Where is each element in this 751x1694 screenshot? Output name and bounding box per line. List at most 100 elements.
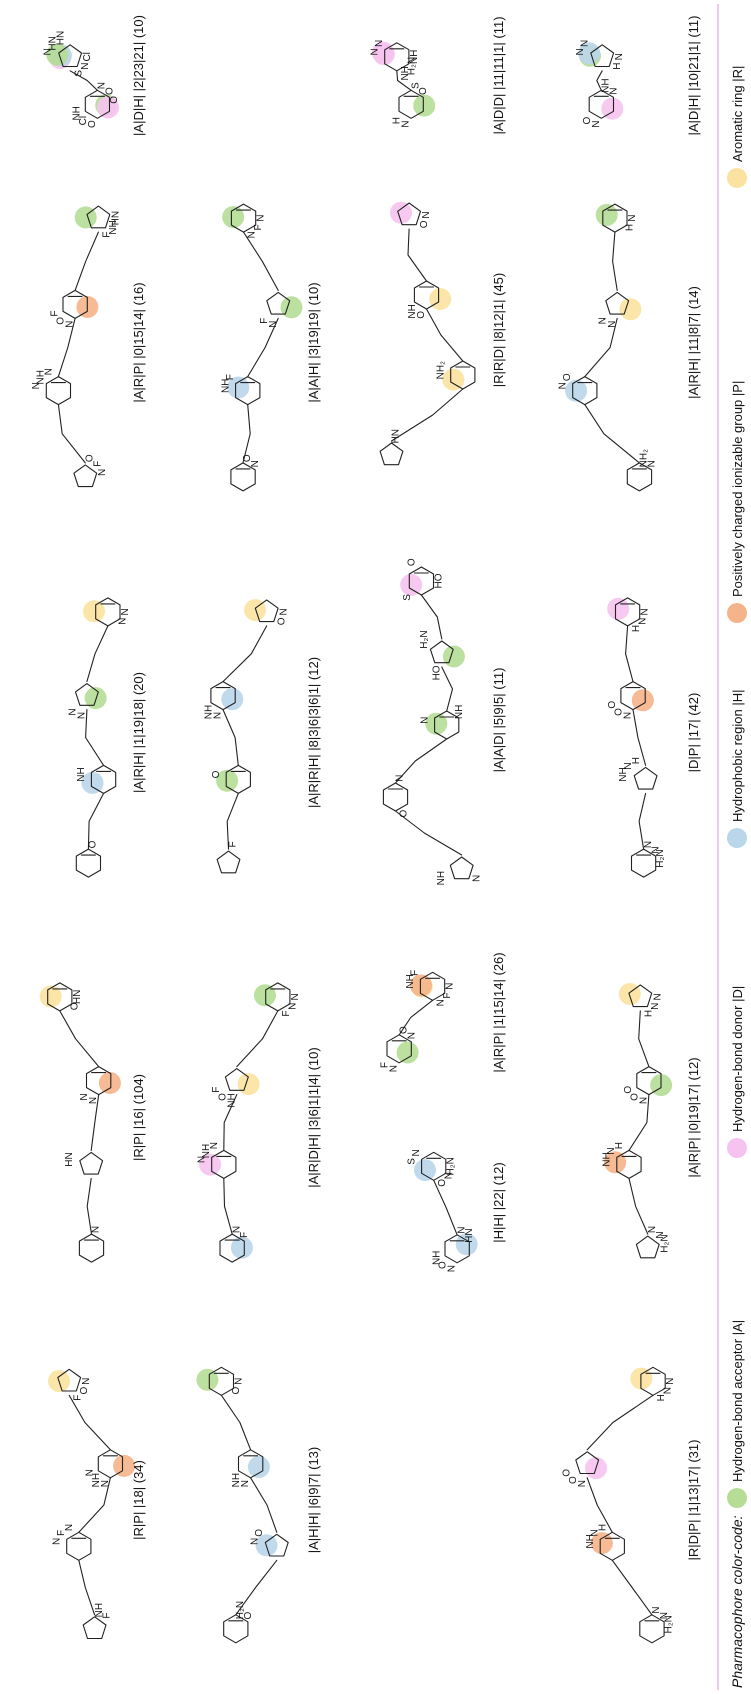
- atom-label: N: [659, 1612, 670, 1619]
- molecule-label: |A|R|D|H| |3|6|1|1|4| (10): [306, 1047, 321, 1187]
- molecule-label: |A|A|D| |5|9|5| (11): [491, 668, 506, 773]
- atom-label: N: [374, 40, 385, 47]
- ring-six: [599, 1531, 625, 1561]
- atom-label: N: [406, 1032, 417, 1039]
- atom-label: N: [614, 53, 625, 60]
- bond: [433, 1179, 458, 1236]
- bond: [222, 709, 239, 766]
- bond: [247, 317, 279, 378]
- ring-six: [384, 42, 410, 72]
- atom-label: N: [389, 1065, 400, 1072]
- pharmacophore-feature-H: [565, 379, 588, 402]
- atom-label: N: [256, 214, 267, 221]
- atom-label: H₂N: [419, 630, 430, 648]
- ring-five: [86, 205, 111, 229]
- atom-label: N: [655, 1231, 666, 1238]
- molecule-label: |R|D|P| |1|13|17| (31): [686, 1440, 701, 1561]
- atom-label: HO: [433, 573, 444, 588]
- ring-six: [588, 89, 615, 119]
- atom-label: O: [70, 1002, 81, 1010]
- legend-label-positive: Positively charged ionizable group |P|: [730, 381, 745, 597]
- bond: [638, 1010, 650, 1068]
- atom-label: N: [240, 1480, 251, 1487]
- ring-six: [630, 848, 657, 878]
- atom-label: N: [97, 469, 108, 476]
- atom-label: O: [242, 454, 253, 462]
- atom-label: N: [80, 62, 91, 69]
- ring-six: [208, 1366, 235, 1396]
- ring-six: [47, 982, 73, 1012]
- bond: [632, 709, 647, 766]
- atom-label: N: [608, 87, 619, 94]
- atom-label: H₂N: [659, 1234, 670, 1252]
- bond: [250, 1477, 278, 1533]
- ring-six: [421, 1151, 447, 1181]
- atom-label: O: [437, 1179, 448, 1187]
- atom-label: HN: [391, 429, 402, 443]
- atom-label: N: [640, 608, 651, 615]
- ring-six: [237, 1449, 264, 1479]
- atom-label: N: [647, 460, 658, 467]
- ring-five: [429, 640, 454, 664]
- pharmacophore-feature-H: [578, 42, 601, 65]
- atom-label: NH: [231, 1473, 242, 1487]
- ring-six: [223, 1614, 249, 1644]
- atom-label: N: [231, 1226, 242, 1233]
- atom-label: F: [253, 224, 264, 230]
- bond: [68, 1394, 111, 1451]
- atom-label: H: [631, 757, 642, 764]
- atom-label: O: [407, 558, 418, 566]
- legend-swatch-positive: [727, 603, 747, 623]
- ring-six: [45, 376, 72, 406]
- atom-label: N: [44, 368, 55, 375]
- atom-label: NH: [36, 370, 47, 384]
- atom-label: F: [49, 310, 60, 316]
- atom-label: H: [631, 625, 642, 632]
- pharmacophore-feature-A: [254, 984, 276, 1007]
- ring-six: [219, 1233, 245, 1263]
- atom-label: N: [213, 712, 224, 719]
- ring-five: [82, 1616, 107, 1640]
- bond: [584, 317, 618, 378]
- atom-label: F: [56, 1530, 67, 1536]
- atom-label: NH₂: [639, 449, 650, 467]
- atom-label: N: [97, 82, 108, 89]
- bond: [441, 666, 454, 712]
- atom-label: HN: [47, 36, 58, 50]
- atom-label: S: [73, 70, 84, 77]
- atom-label: HN: [72, 990, 83, 1004]
- atom-label: N: [471, 875, 482, 882]
- ring-six: [450, 360, 476, 390]
- ring-six: [230, 203, 257, 233]
- bond: [226, 792, 239, 850]
- pharmacophore-feature-A: [222, 206, 245, 229]
- pharmacophore-feature-P: [604, 1151, 627, 1174]
- atom-label: O: [79, 1386, 90, 1394]
- atom-label: N: [81, 1378, 92, 1385]
- ring-six: [413, 280, 440, 310]
- atom-label: N: [51, 1538, 62, 1545]
- bond: [223, 1094, 238, 1151]
- molecule-label: |A|A|H| |3|19|19| (10): [306, 282, 321, 402]
- ring-five: [57, 1368, 82, 1392]
- atom-label: N: [665, 1378, 676, 1385]
- molecule-label: |A|R|H| |11|8|7| (14): [686, 286, 701, 399]
- ring-six: [62, 289, 88, 319]
- ring-six: [382, 782, 409, 812]
- pharmacophore-feature-A: [595, 203, 618, 226]
- atom-label: N: [279, 608, 290, 615]
- atom-label: N: [77, 712, 88, 719]
- ring-six: [90, 764, 117, 794]
- atom-label: H: [612, 62, 623, 69]
- ring-five: [397, 202, 422, 226]
- atom-label: O: [217, 1093, 228, 1101]
- atom-label: N: [651, 846, 662, 853]
- atom-label: F: [228, 841, 239, 847]
- atom-label: HO: [431, 665, 442, 680]
- ring-five: [635, 1235, 660, 1259]
